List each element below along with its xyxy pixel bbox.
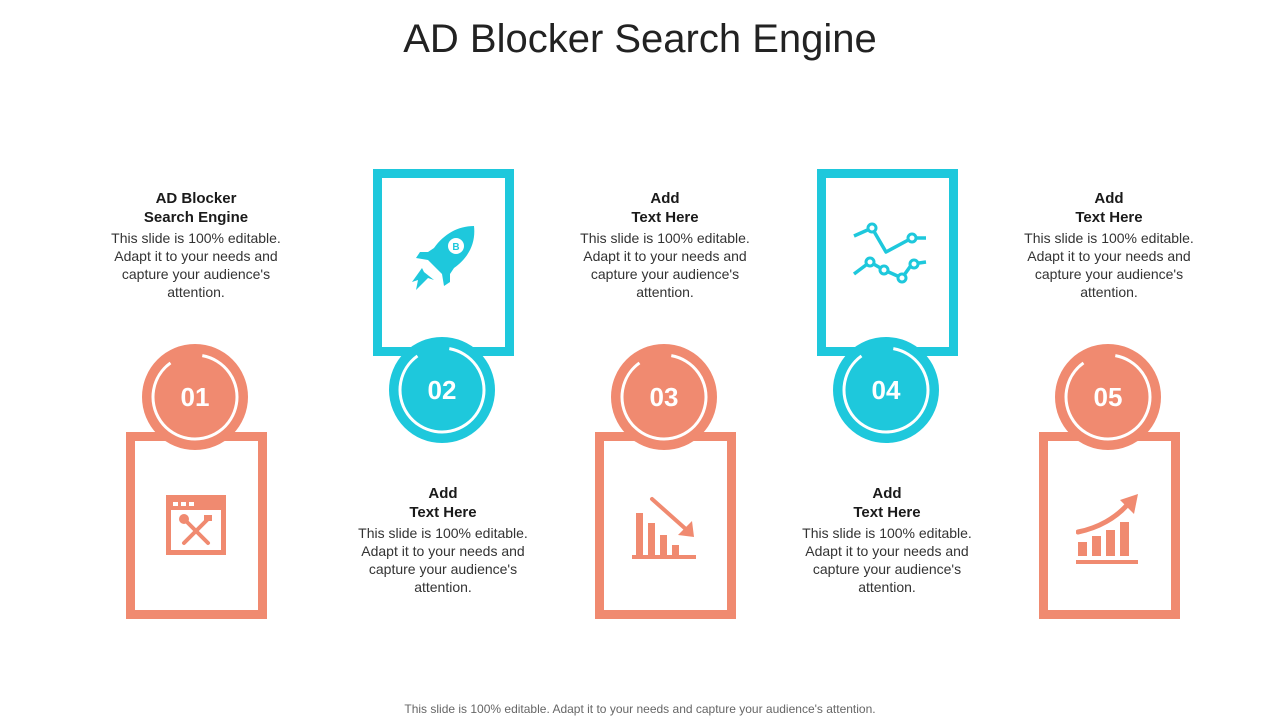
svg-text:B: B <box>452 242 459 253</box>
footer-note: This slide is 100% editable. Adapt it to… <box>404 702 876 716</box>
step-1-body: This slide is 100% editable. Adapt it to… <box>111 230 281 300</box>
step-1-heading: AD Blocker Search Engine <box>143 190 249 226</box>
bar-chart-down-icon <box>632 497 696 559</box>
step-4-text: Add Text Here This slide is 100% editabl… <box>792 484 982 596</box>
step-4-frame <box>817 169 958 356</box>
step-4-number-circle: 04 <box>833 337 939 443</box>
step-3-body: This slide is 100% editable. Adapt it to… <box>580 230 750 300</box>
step-3-text: Add Text Here This slide is 100% editabl… <box>570 189 760 301</box>
step-2-number: 02 <box>427 374 457 405</box>
step-3-number: 03 <box>649 381 679 412</box>
step-3-heading: Add Text Here <box>631 190 699 226</box>
step-5-body: This slide is 100% editable. Adapt it to… <box>1024 230 1194 300</box>
step-2-heading: Add Text Here <box>409 485 477 521</box>
step-1-number-circle: 01 <box>142 344 248 450</box>
step-4-body: This slide is 100% editable. Adapt it to… <box>802 525 972 595</box>
browser-tools-icon <box>166 495 226 555</box>
step-4-number: 04 <box>871 374 901 405</box>
step-5-frame <box>1039 432 1180 619</box>
slide-title: AD Blocker Search Engine <box>403 17 877 61</box>
step-2-body: This slide is 100% editable. Adapt it to… <box>358 525 528 595</box>
step-2-text: Add Text Here This slide is 100% editabl… <box>348 484 538 596</box>
bar-chart-up-icon <box>1076 494 1138 564</box>
step-5-number: 05 <box>1093 381 1123 412</box>
rocket-icon: B <box>412 226 475 290</box>
step-3-number-circle: 03 <box>611 344 717 450</box>
line-graph-icon <box>852 222 927 284</box>
step-5-text: Add Text Here This slide is 100% editabl… <box>1014 189 1204 301</box>
step-5-heading: Add Text Here <box>1075 190 1143 226</box>
step-1-text: AD Blocker Search Engine This slide is 1… <box>101 189 291 301</box>
step-2-number-circle: 02 <box>389 337 495 443</box>
step-1-number: 01 <box>180 381 210 412</box>
step-5-number-circle: 05 <box>1055 344 1161 450</box>
step-4-heading: Add Text Here <box>853 485 921 521</box>
